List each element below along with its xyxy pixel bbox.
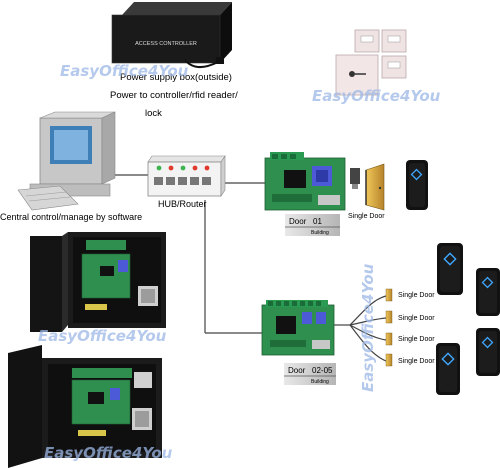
door-2-5-icons bbox=[385, 288, 393, 367]
controller-cabinet-2 bbox=[8, 345, 162, 468]
computer-icon bbox=[17, 111, 116, 211]
exit-buttons-group bbox=[335, 29, 407, 96]
door-1-single-door-label: Single Door bbox=[348, 213, 385, 220]
door-1-subtitle: Building bbox=[311, 230, 329, 236]
single-door-icon bbox=[385, 332, 393, 346]
watermark-1: EasyOffice4You bbox=[60, 62, 189, 80]
controller-board-2 bbox=[261, 300, 335, 356]
key-switch-icon bbox=[335, 54, 379, 96]
door-2-subtitle: Building bbox=[311, 379, 329, 385]
watermark-4: EasyOffice4You bbox=[44, 444, 173, 462]
single-door-icon bbox=[385, 310, 393, 324]
keyboard-icon bbox=[17, 185, 79, 211]
power-box-caption-1: Power supply box(outside) bbox=[120, 72, 232, 83]
watermark-5: EasyOffice4You bbox=[359, 263, 377, 392]
power-box-panel-label: ACCESS CONTROLLER bbox=[135, 41, 197, 47]
fan-out-line-2 bbox=[349, 317, 387, 326]
hub-caption: HUB/Router bbox=[158, 199, 207, 209]
door-3-single-door-label: Single Door bbox=[398, 315, 435, 322]
controller-board-1 bbox=[264, 152, 346, 211]
power-cable bbox=[184, 59, 219, 68]
power-box-caption-2: Power to controller/rfid reader/ bbox=[110, 90, 238, 101]
electric-strike-icon bbox=[350, 168, 360, 184]
rfid-reader-2 bbox=[437, 243, 463, 295]
single-door-icon bbox=[385, 288, 393, 302]
rfid-reader-3 bbox=[476, 268, 500, 316]
power-supply-box: ACCESS CONTROLLER bbox=[111, 2, 232, 68]
fan-out-line-4 bbox=[349, 324, 387, 362]
power-box-caption-3: lock bbox=[145, 108, 162, 119]
door-1-tag: Door 01 Building bbox=[285, 214, 340, 236]
computer-caption: Central control/manage by software bbox=[0, 212, 142, 222]
rfid-reader-1 bbox=[406, 160, 428, 210]
fan-out-line-1 bbox=[349, 295, 387, 326]
rfid-reader-4 bbox=[476, 328, 500, 376]
controller-cabinet-1 bbox=[30, 232, 166, 332]
door-5-single-door-label: Single Door bbox=[398, 358, 435, 365]
watermark-2: EasyOffice4You bbox=[312, 87, 441, 105]
power-plug-icon bbox=[216, 57, 224, 64]
door-2-tag: Door 02-05 Building bbox=[284, 363, 336, 385]
rfid-reader-5 bbox=[436, 343, 460, 395]
fan-out-line-3 bbox=[349, 324, 387, 341]
single-door-icon bbox=[385, 353, 393, 367]
door-2-single-door-label: Single Door bbox=[398, 292, 435, 299]
hub-router-icon bbox=[147, 155, 226, 197]
door-4-single-door-label: Single Door bbox=[398, 336, 435, 343]
door-1-title: Door 01 bbox=[289, 217, 322, 226]
connection-lines bbox=[105, 174, 387, 362]
single-door-1-icon bbox=[365, 163, 385, 211]
door-2-title: Door 02-05 bbox=[288, 366, 333, 375]
watermark-3: EasyOffice4You bbox=[38, 327, 167, 345]
